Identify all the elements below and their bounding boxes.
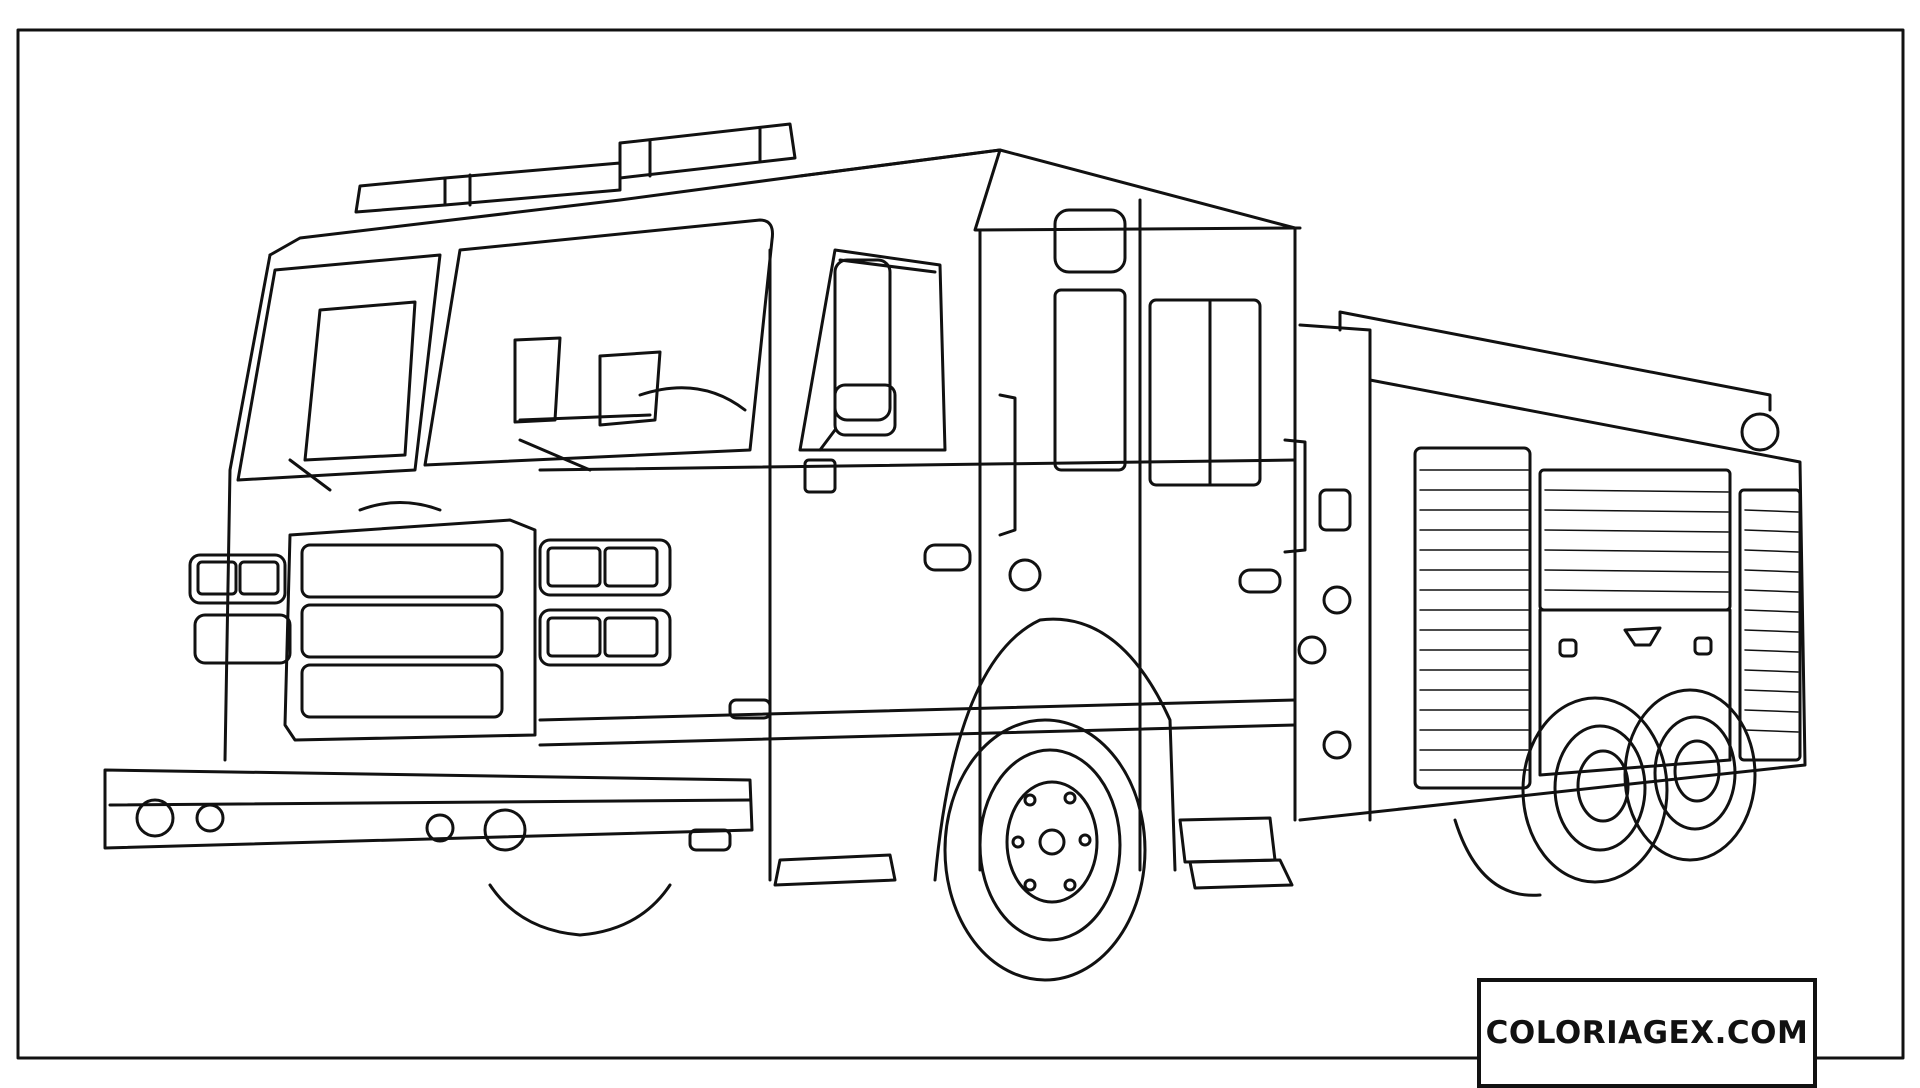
light-bar bbox=[354, 122, 797, 214]
grille bbox=[283, 501, 537, 742]
right-wiper bbox=[518, 438, 592, 472]
rear-compartments bbox=[1297, 310, 1807, 822]
crew-door bbox=[923, 208, 1307, 594]
watermark-text: COLORIAGEX.COM bbox=[1485, 1015, 1809, 1051]
front-left-tire bbox=[488, 883, 672, 937]
watermark-box: COLORIAGEX.COM bbox=[1477, 978, 1817, 1088]
roll-up-door-slats bbox=[1419, 469, 1799, 771]
headlights bbox=[188, 538, 672, 667]
cab-step bbox=[773, 816, 1294, 890]
side-mirror bbox=[803, 258, 897, 494]
windshield bbox=[236, 218, 774, 482]
front-bumper bbox=[103, 698, 772, 852]
front-wheel bbox=[943, 718, 1147, 982]
page-border bbox=[16, 28, 1905, 1060]
front-wheel-arch bbox=[933, 617, 1177, 882]
left-wiper bbox=[288, 458, 332, 492]
cab-body bbox=[223, 148, 1302, 882]
rear-wheels bbox=[1453, 688, 1757, 897]
